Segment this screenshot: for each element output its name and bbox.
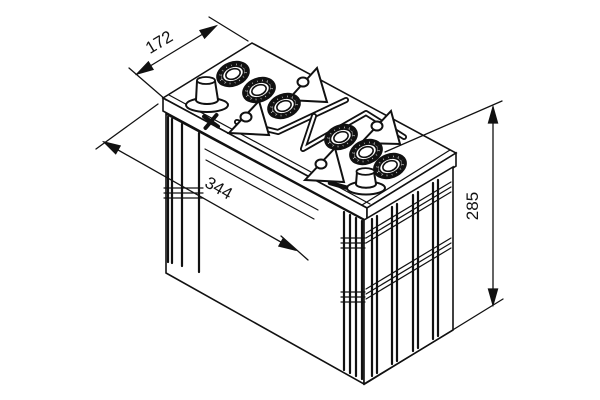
front-left-ledge-lines	[163, 187, 204, 199]
arrowhead	[277, 237, 298, 252]
right-face-ribs	[370, 178, 440, 378]
plus-mark-icon	[202, 113, 220, 130]
dimension-line	[103, 141, 296, 251]
arrowhead	[199, 24, 219, 40]
vent-cap	[216, 60, 250, 88]
vent-cap	[349, 138, 383, 166]
handle-pin	[314, 158, 328, 170]
vent-cap	[324, 123, 358, 151]
handle-pin	[296, 76, 310, 88]
width-dimension	[128, 16, 249, 101]
front-corner-ledge-lines	[340, 237, 366, 303]
battery-lid-right-band	[366, 151, 457, 223]
vent-caps	[216, 60, 407, 180]
vent-cap	[242, 76, 276, 104]
positive-terminal	[185, 76, 229, 113]
height-dimension	[364, 100, 504, 385]
arrowhead	[487, 104, 499, 124]
extension-line	[128, 67, 167, 101]
right-face-ledge-lines	[365, 181, 452, 300]
arrowhead	[134, 60, 154, 76]
height-dimension-label: 285	[463, 192, 482, 220]
arrowhead	[487, 288, 499, 308]
carry-handle-front	[226, 66, 349, 137]
handle-pin	[370, 120, 384, 132]
extension-line	[208, 16, 249, 42]
length-dimension	[95, 103, 309, 261]
extension-line	[384, 100, 503, 153]
arrowhead	[101, 140, 122, 155]
vent-cap	[373, 152, 407, 180]
vent-cap	[267, 92, 301, 120]
extension-line	[364, 298, 504, 385]
extension-line	[95, 103, 159, 150]
front-face-left-ribs	[166, 115, 201, 274]
minus-mark-icon	[327, 180, 349, 190]
front-face-label-strip-lines	[204, 148, 319, 220]
handle-pin	[239, 111, 253, 123]
